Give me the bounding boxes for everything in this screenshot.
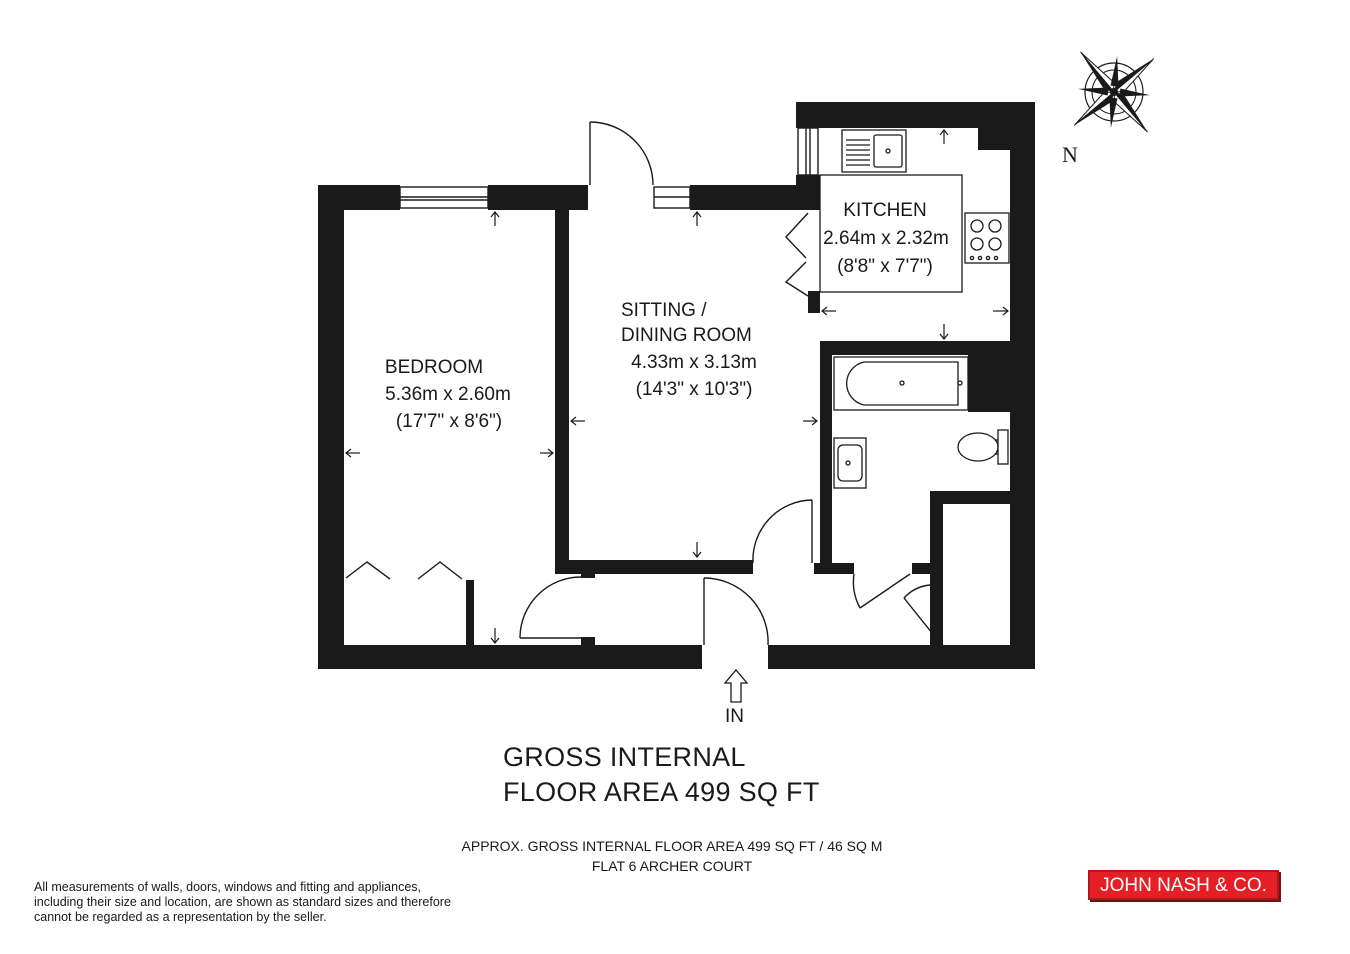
wall-bath-left <box>820 341 832 574</box>
wall-bottom-left <box>318 645 702 669</box>
wall-top-bedroom-left <box>318 185 400 210</box>
window-kitchen <box>797 127 819 176</box>
wall-wardrobe-side <box>466 580 474 646</box>
north-label: N <box>1062 142 1078 167</box>
entrance-arrow-icon <box>723 668 749 703</box>
sitting-name-line2: DINING ROOM <box>621 325 752 346</box>
wall-hall-end <box>581 637 595 647</box>
drainer-icon <box>846 139 870 166</box>
wall-cupboard-stub <box>912 563 932 574</box>
sink-unit <box>841 129 907 173</box>
bathroom-fittings <box>833 356 1009 489</box>
gross-area-line1: GROSS INTERNAL <box>503 742 746 772</box>
kitchen-size-m: 2.64m x 2.32m <box>823 228 949 249</box>
sitting-name-line1: SITTING / <box>621 300 707 321</box>
room-labels: BEDROOM 5.36m x 2.60m (17'7" x 8'6") SIT… <box>385 200 949 432</box>
disclaimer-line1: All measurements of walls, doors, window… <box>34 880 422 894</box>
compass-rose-icon <box>1073 51 1155 133</box>
wall-kitchen-left-mid <box>796 175 820 210</box>
wall-bedroom-left <box>318 185 344 669</box>
kitchen-name: KITCHEN <box>843 200 926 221</box>
wall-bath-end <box>968 355 1010 412</box>
wall-bedroom-sitting <box>555 185 569 563</box>
disclaimer: All measurements of walls, doors, window… <box>34 880 494 925</box>
disclaimer-line3: cannot be regarded as a representation b… <box>34 910 327 924</box>
disclaimer-line2: including their size and location, are s… <box>34 895 451 909</box>
dimension-arrows <box>345 129 1009 644</box>
property-address: FLAT 6 ARCHER COURT <box>591 858 753 874</box>
bedroom-size-ft: (17'7" x 8'6") <box>396 411 502 432</box>
bath-icon <box>833 356 969 411</box>
bedroom-size-m: 5.36m x 2.60m <box>385 384 511 405</box>
bedroom-name: BEDROOM <box>385 357 483 378</box>
wall-sitting-bottom <box>555 560 753 574</box>
entrance-label: IN <box>725 706 744 727</box>
wall-hall-stub <box>581 560 595 578</box>
sitting-size-ft: (14'3" x 10'3") <box>636 379 753 400</box>
wall-cupboard-left <box>930 491 943 645</box>
kitchen-size-ft: (8'8" x 7'7") <box>837 256 933 277</box>
wall-kitchen-bottom <box>808 291 820 313</box>
walls <box>318 102 1035 669</box>
agent-logo: JOHN NASH & CO. <box>1088 870 1279 900</box>
wall-bath-bottom <box>814 563 854 574</box>
basin-icon <box>833 437 867 489</box>
sitting-size-m: 4.33m x 3.13m <box>631 352 757 373</box>
approx-area: APPROX. GROSS INTERNAL FLOOR AREA 499 SQ… <box>461 838 883 854</box>
wall-right <box>1010 102 1035 669</box>
kitchen-fittings <box>819 129 1010 293</box>
wall-bottom-right <box>768 645 1035 669</box>
kitchen-worktop <box>819 174 963 293</box>
windows <box>399 127 819 209</box>
gross-area-line2: FLOOR AREA 499 SQ FT <box>503 777 820 807</box>
wall-top-bedroom-right <box>488 185 588 210</box>
wall-top-sitting-mid <box>690 185 797 210</box>
doors <box>345 121 937 646</box>
wall-kitchen-bath-divider <box>820 341 1010 355</box>
hob-icon <box>964 212 1010 264</box>
wall-cupboard-top <box>930 491 1010 504</box>
toilet-icon <box>957 429 1009 465</box>
